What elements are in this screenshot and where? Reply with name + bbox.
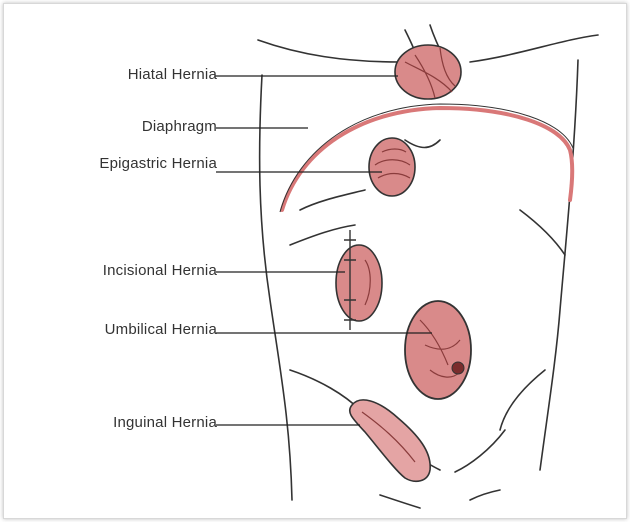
- label-incisional-hernia: Incisional Hernia: [103, 262, 217, 279]
- umbilical-hernia: [405, 301, 471, 399]
- hip-right: [500, 370, 545, 430]
- leader-lines: [215, 76, 432, 425]
- label-inguinal-hernia: Inguinal Hernia: [113, 414, 217, 431]
- hip-left: [290, 370, 360, 410]
- rib-left: [290, 225, 355, 245]
- right-shoulder-line: [470, 35, 598, 62]
- left-torso-side: [260, 75, 292, 500]
- inguinal-hernia: [350, 400, 431, 481]
- right-torso-side: [540, 60, 578, 470]
- incisional-hernia: [336, 230, 382, 330]
- label-epigastric-hernia: Epigastric Hernia: [99, 155, 217, 172]
- hiatal-hernia: [395, 45, 461, 99]
- label-diaphragm: Diaphragm: [142, 118, 217, 135]
- abdomen-crease: [405, 140, 440, 148]
- rib-right: [520, 210, 565, 255]
- thigh-right: [470, 490, 500, 500]
- epigastric-hernia: [369, 138, 415, 196]
- chest-curve: [300, 190, 365, 210]
- diaphragm-curve: [282, 108, 572, 210]
- left-shoulder-line: [258, 40, 400, 62]
- groin-right: [455, 430, 505, 472]
- label-umbilical-hernia: Umbilical Hernia: [105, 321, 217, 338]
- label-hiatal-hernia: Hiatal Hernia: [128, 66, 217, 83]
- thigh-left: [380, 495, 420, 508]
